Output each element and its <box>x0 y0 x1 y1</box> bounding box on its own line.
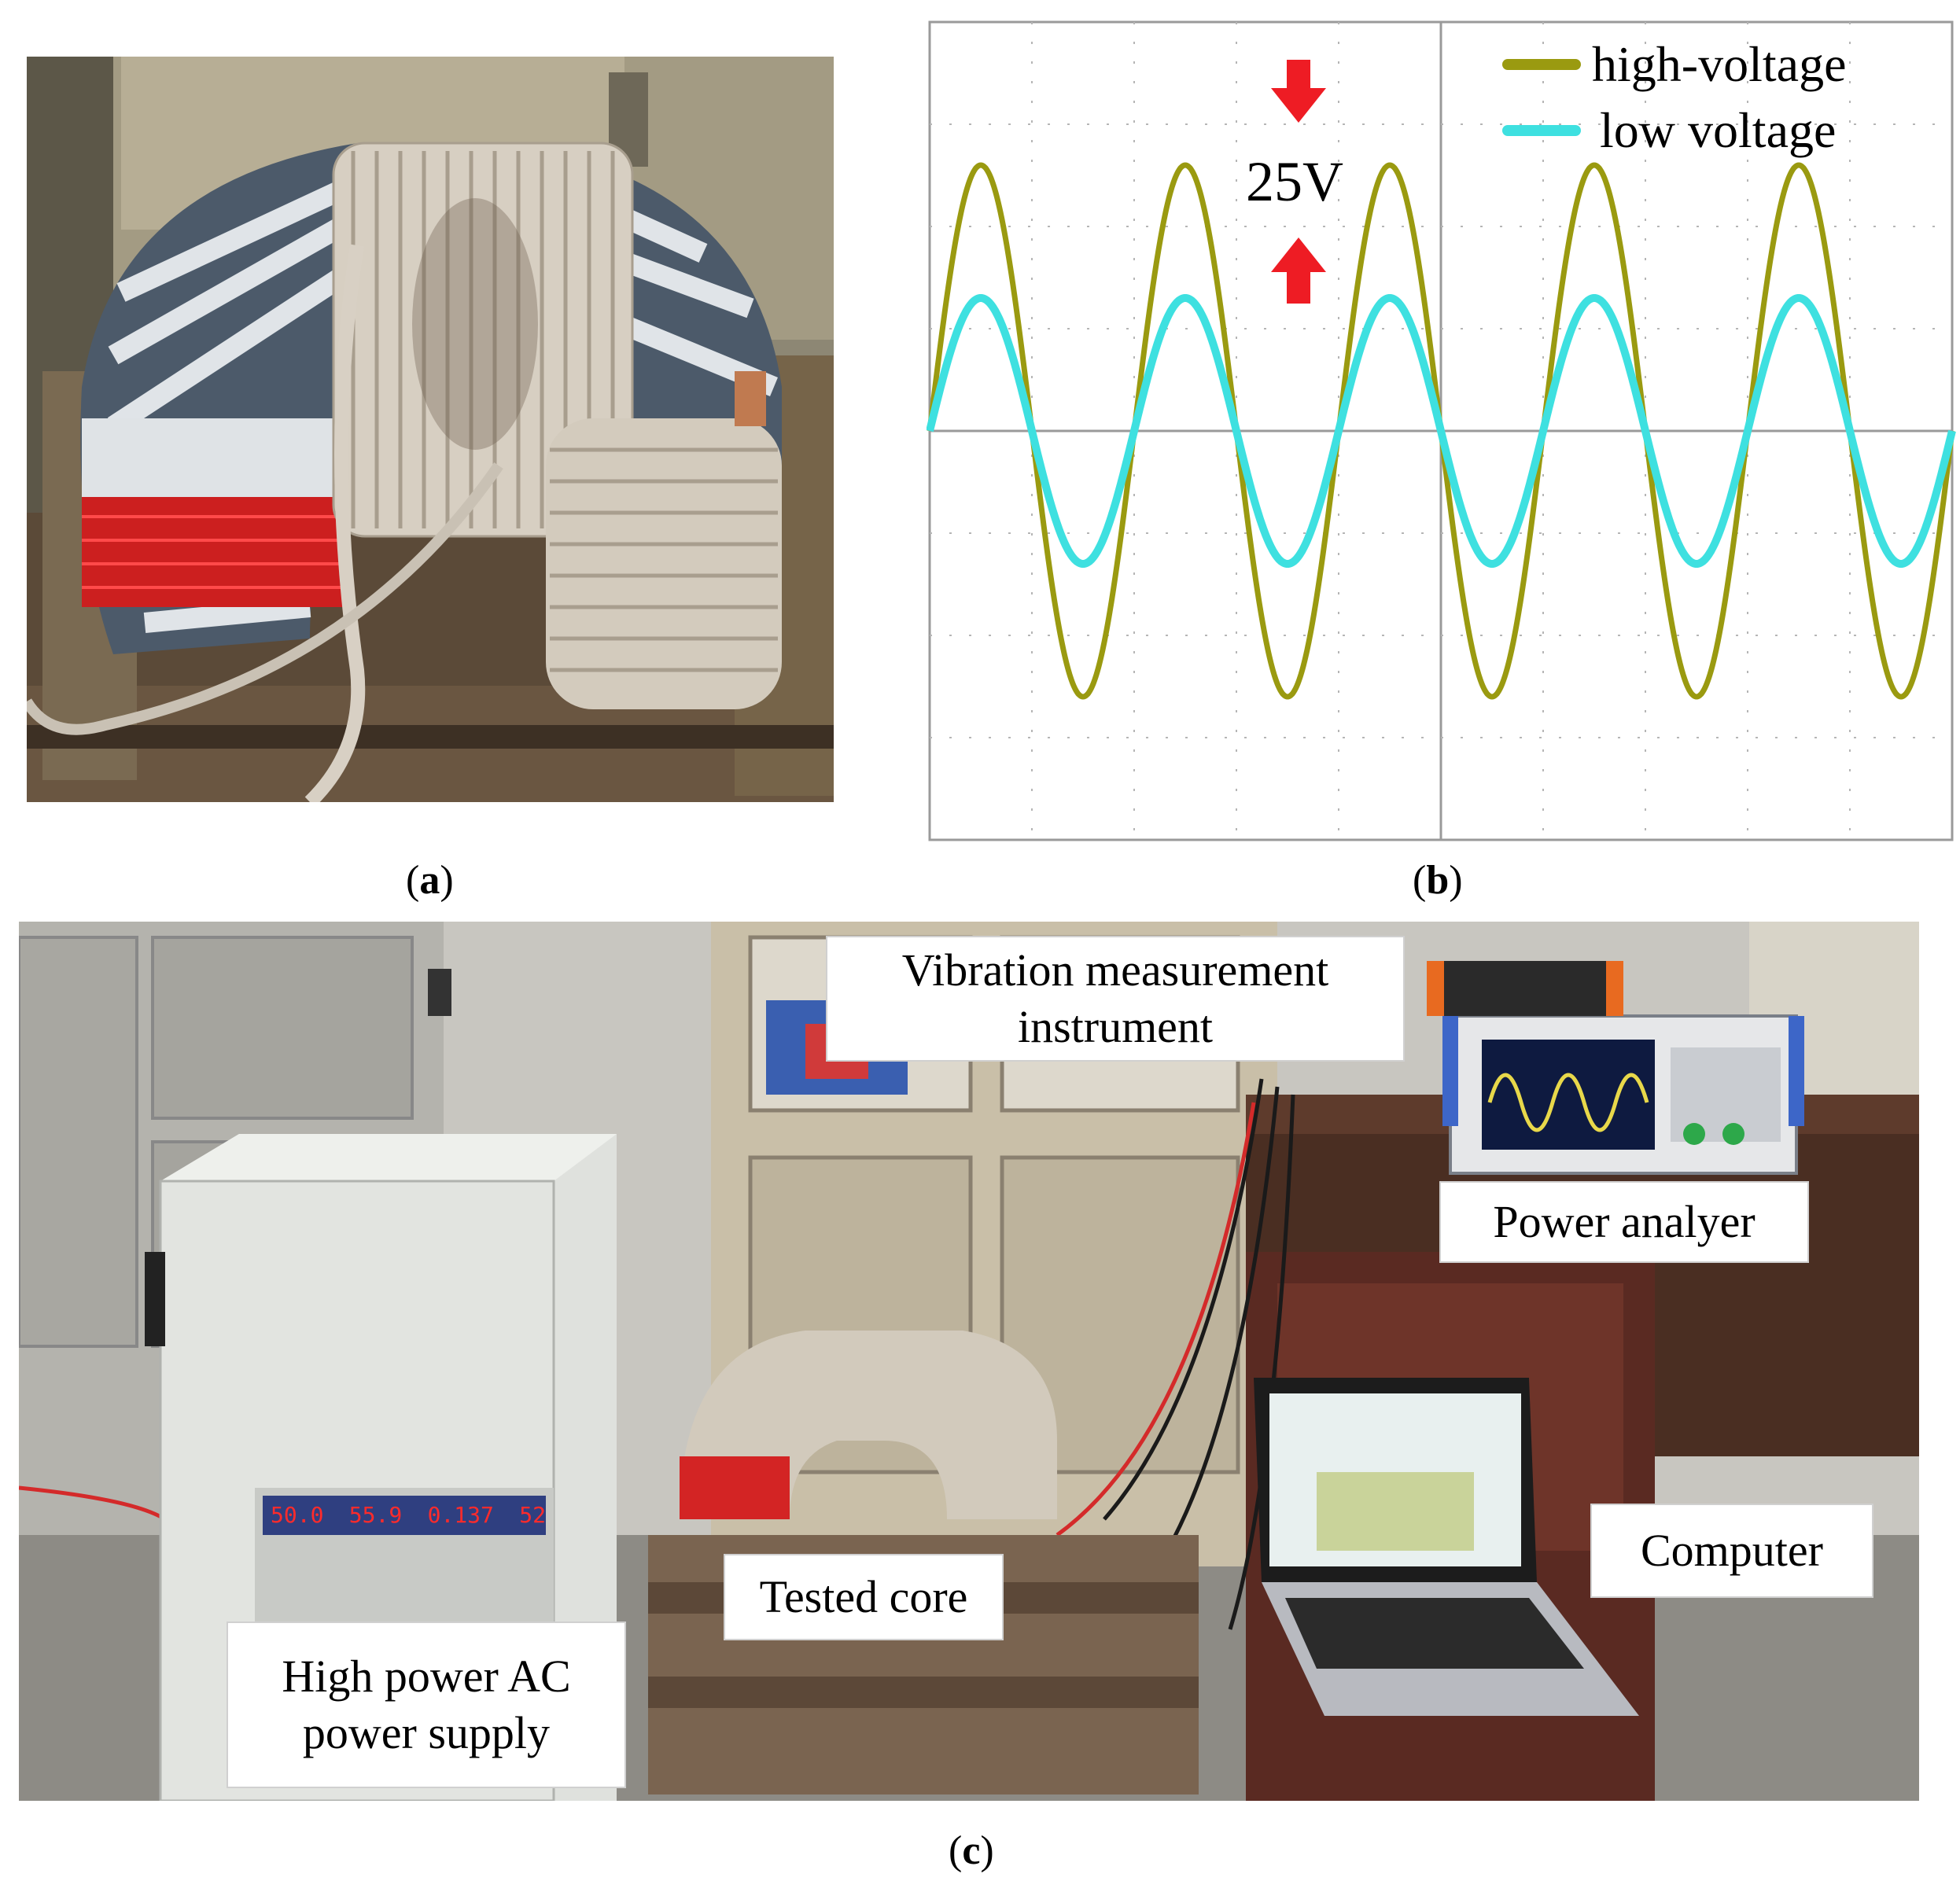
waveform-chart <box>927 19 1957 846</box>
display-reading-power: 52 <box>519 1501 546 1528</box>
legend-item-low-voltage: low voltage <box>1502 98 1911 164</box>
amplitude-annotation: 25V <box>1246 150 1343 213</box>
power-supply-display: 50.0 55.9 0.137 52 <box>271 1497 546 1532</box>
label-vibration-instrument: Vibration measurement instrument <box>826 936 1405 1062</box>
label-power-supply: High power AC power supply <box>227 1621 626 1788</box>
legend-swatch-low-voltage <box>1502 125 1581 136</box>
legend-label-low-voltage: low voltage <box>1600 102 1837 158</box>
legend-label-high-voltage: high-voltage <box>1592 36 1847 92</box>
display-reading-frequency: 50.0 <box>271 1501 324 1528</box>
series-line-low-voltage <box>927 294 1956 568</box>
label-computer-text: Computer <box>1641 1524 1823 1576</box>
display-reading-current: 0.137 <box>427 1501 494 1528</box>
label-power-supply-line2: power supply <box>302 1707 551 1758</box>
label-power-analyzer-text: Power analyer <box>1493 1195 1756 1247</box>
legend-item-high-voltage: high-voltage <box>1502 31 1911 98</box>
caption-a: (a) <box>406 858 454 903</box>
label-tested-core: Tested core <box>724 1554 1004 1640</box>
label-power-analyzer: Power analyer <box>1439 1181 1809 1263</box>
photo-tested-core <box>27 57 834 802</box>
label-vibration-line1: Vibration measurement <box>901 944 1329 996</box>
label-vibration-line2: instrument <box>1017 1001 1214 1052</box>
chart-legend: high-voltage low voltage <box>1502 31 1911 164</box>
legend-swatch-high-voltage <box>1502 59 1581 70</box>
caption-b: (b) <box>1413 858 1463 903</box>
display-reading-voltage: 55.9 <box>348 1501 403 1528</box>
label-computer: Computer <box>1590 1504 1873 1598</box>
label-power-supply-line1: High power AC <box>282 1650 571 1702</box>
caption-c: (c) <box>949 1828 994 1873</box>
label-tested-core-text: Tested core <box>759 1570 968 1622</box>
